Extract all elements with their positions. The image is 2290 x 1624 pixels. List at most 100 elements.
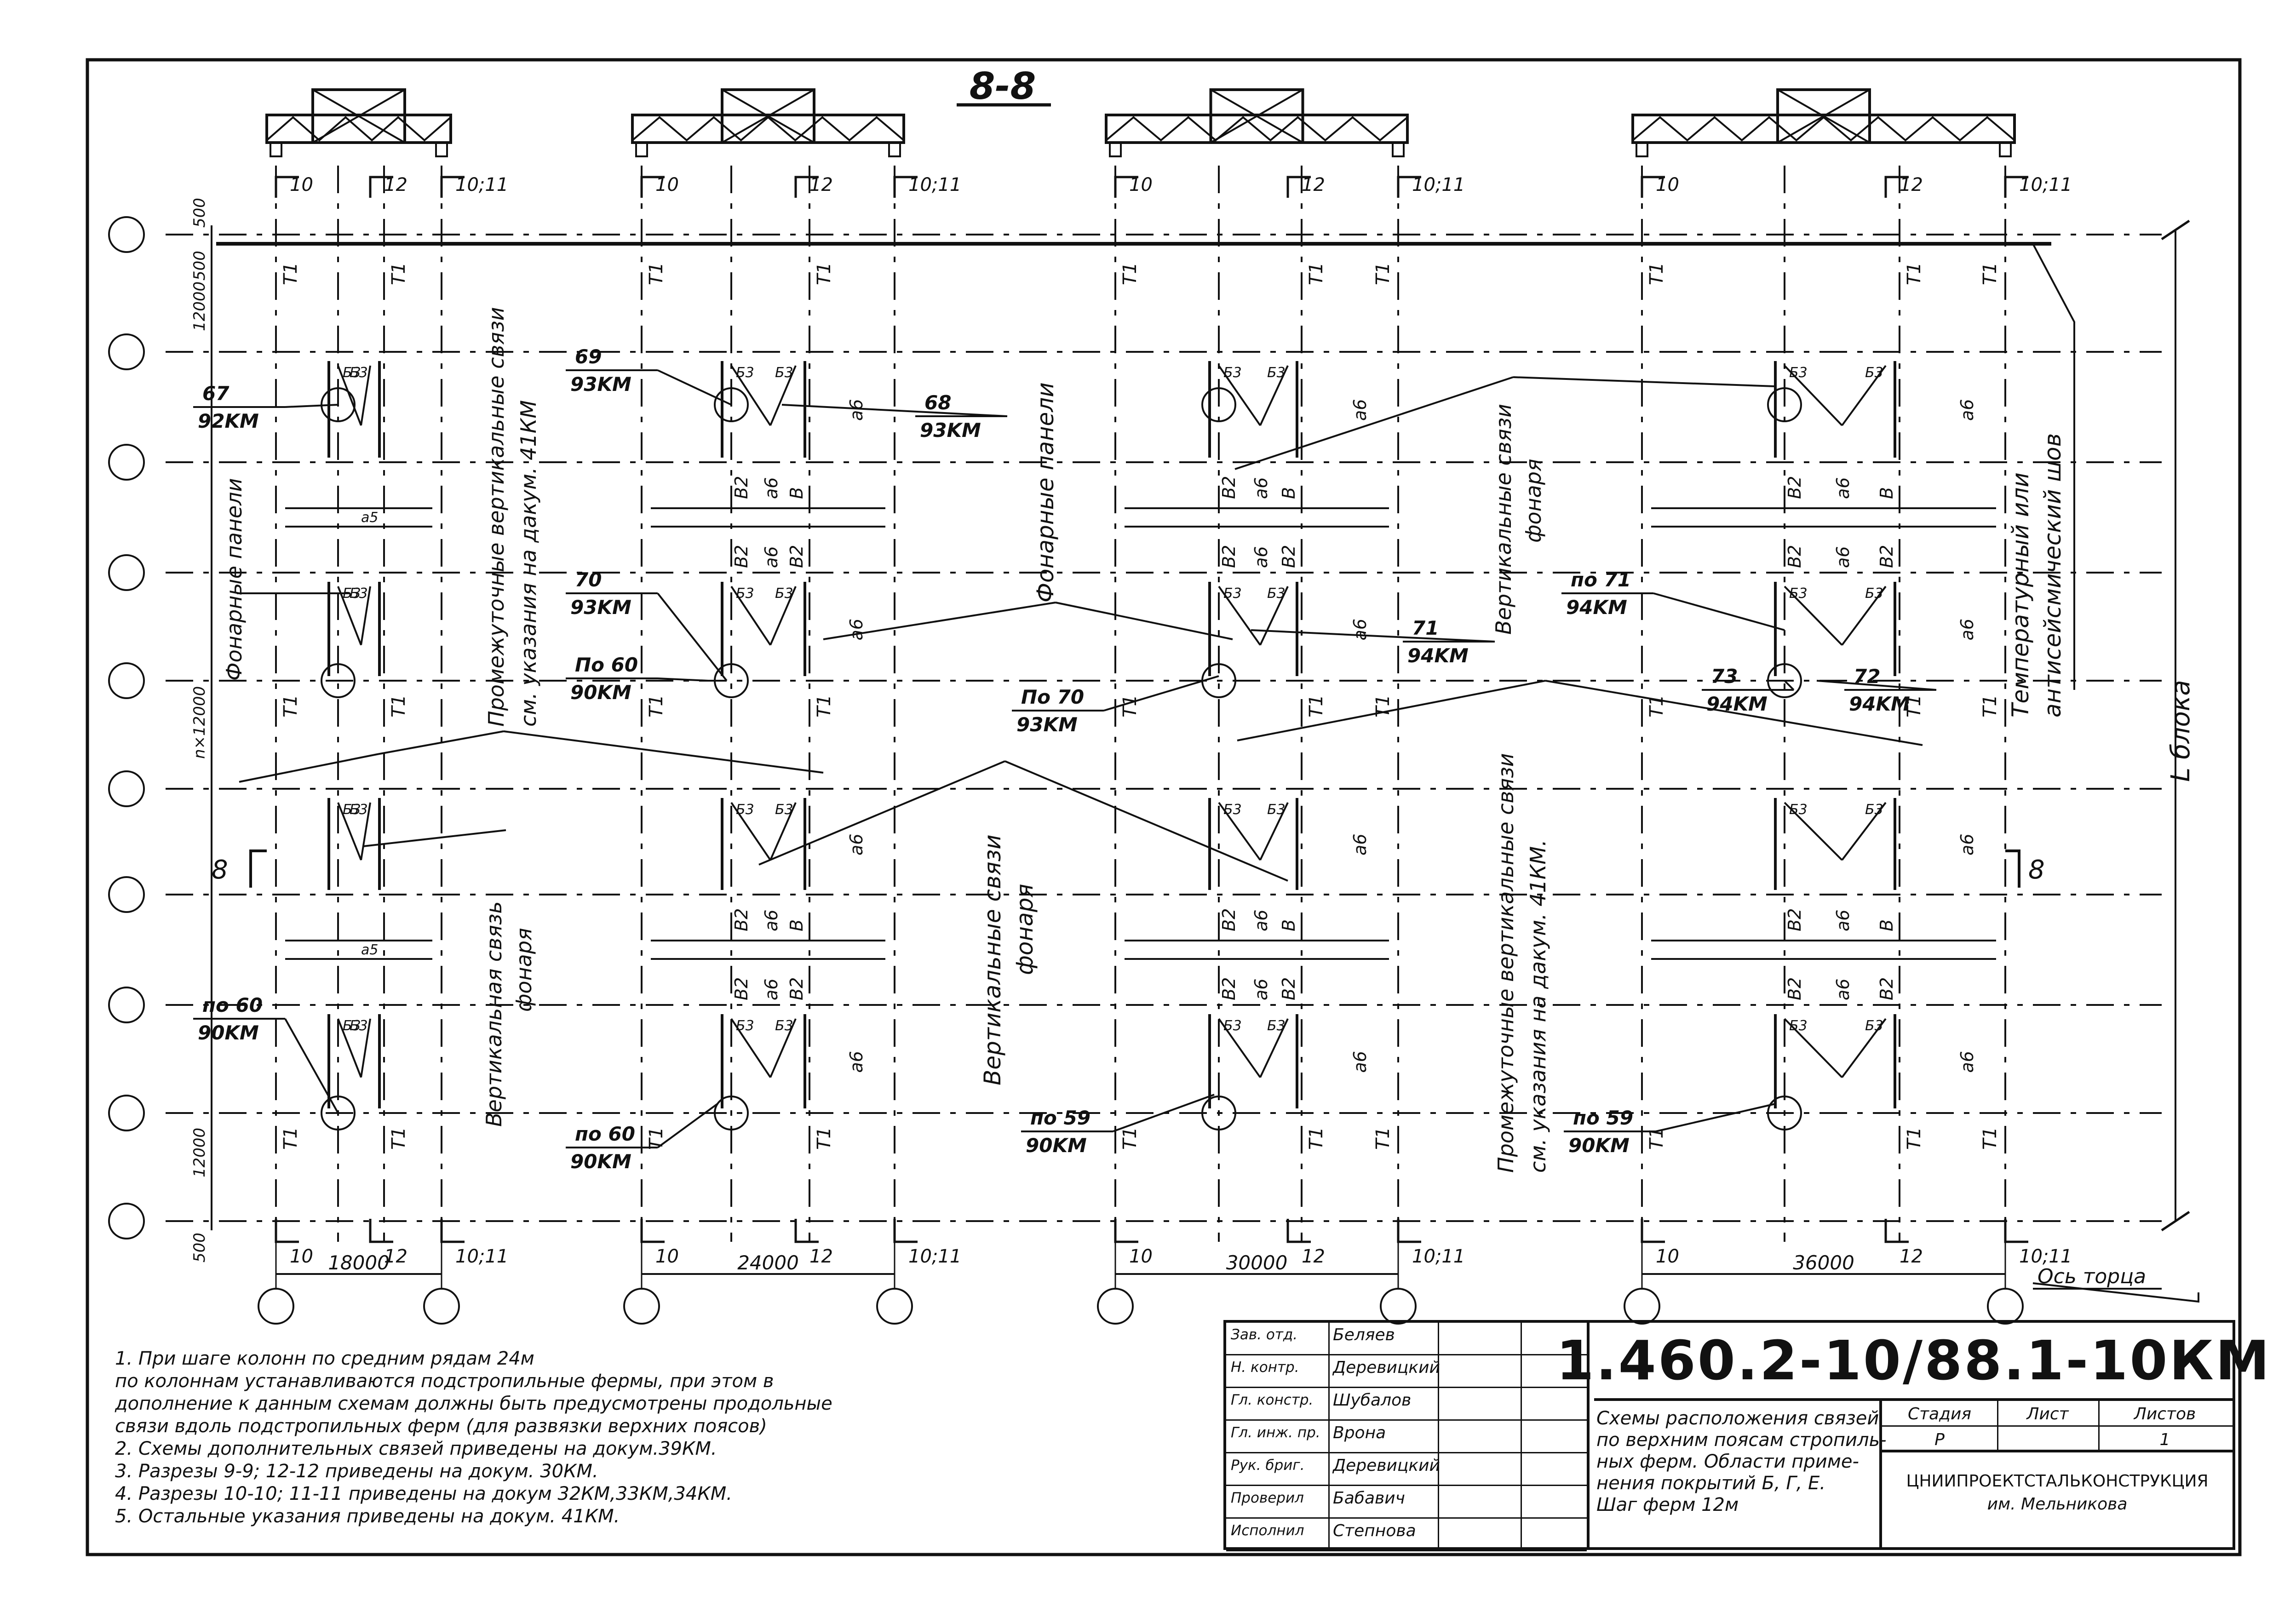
block-length-tick-top — [2161, 219, 2190, 241]
tie-a6: a6 — [1251, 477, 1271, 499]
leader-temperature — [2032, 243, 2075, 690]
callout-document: 90KM — [198, 1021, 259, 1044]
axis-flag-top — [1641, 176, 1665, 198]
axis-label-top: 12 — [1302, 174, 1325, 195]
signature-row: Гл. инж. пр.Врона — [1226, 1421, 1587, 1453]
axis-flag-bottom — [1114, 1219, 1138, 1243]
tie-t1: T1 — [814, 1127, 835, 1150]
axis-label-top: 10 — [290, 174, 313, 195]
note-temperature-a: Температурный или — [2007, 472, 2034, 717]
section-mark-right: 8 — [2028, 855, 2045, 885]
dim-first-bay: 12000 — [190, 281, 209, 331]
callout-leader — [1251, 629, 1495, 643]
callout-document: 93KM — [920, 419, 981, 442]
drawing-title-line: по верхним поясам стропиль- — [1596, 1429, 1887, 1451]
signature-role: Исполнил — [1231, 1522, 1304, 1539]
callout-number: 69 — [575, 345, 602, 368]
callout-number: По 60 — [575, 654, 638, 676]
tie-a6: a6 — [1833, 477, 1853, 499]
block-length-tick-bottom — [2161, 1211, 2190, 1232]
tie-b3: Б3 — [350, 365, 368, 381]
section-title: 8-8 — [970, 65, 1036, 108]
panel-diagonal — [1259, 802, 1289, 861]
tie-b3: Б3 — [350, 802, 368, 818]
note-line: связи вдоль подстропильных ферм (для раз… — [115, 1416, 767, 1437]
truss-web — [1105, 116, 1408, 142]
tie-v2: В2 — [731, 545, 752, 568]
callout-number: 73 — [1711, 665, 1738, 688]
panel-diagonal — [769, 802, 797, 861]
truss-profile — [1631, 88, 2016, 157]
signature-name: Деревицкий — [1333, 1358, 1440, 1377]
row-axis-circle — [108, 662, 145, 699]
callout-number: 68 — [924, 391, 951, 414]
joint-node-circle — [321, 1096, 356, 1130]
tie-t1: T1 — [280, 1127, 301, 1150]
axis-label-top: 10;11 — [908, 174, 961, 195]
sig-divider — [1328, 1323, 1330, 1547]
note-vert-lantern-3a: Вертикальные связи — [1491, 404, 1516, 635]
stage-label: Стадия — [1907, 1405, 1972, 1423]
tie-v2: В2 — [1219, 977, 1239, 1000]
truss-profile — [1105, 88, 1409, 157]
axis-label-bottom: 10 — [1656, 1246, 1679, 1267]
callout-leader — [1816, 680, 1937, 691]
note-vert-lantern-3b: фонаря — [1521, 459, 1546, 543]
panel-diagonal — [337, 365, 362, 426]
axis-flag-bottom — [893, 1219, 918, 1243]
sig-divider — [1521, 1323, 1522, 1547]
panel-diagonal — [769, 586, 797, 646]
leader-intermediate-1b — [503, 730, 824, 774]
row-axis-circle — [108, 987, 145, 1023]
tie-b3: Б3 — [775, 1018, 793, 1034]
tie-v: В — [1279, 487, 1299, 499]
section-mark-right-arrow — [2005, 849, 2020, 888]
tie-t1: T1 — [1306, 262, 1327, 285]
span-dimension: 36000 — [1793, 1251, 1854, 1274]
signature-role: Гл. инж. пр. — [1231, 1424, 1320, 1441]
panel-diagonal — [360, 802, 371, 861]
callout-number: по 60 — [575, 1123, 635, 1145]
stage-value: Р — [1934, 1430, 1945, 1449]
tie-a6: a6 — [1350, 1051, 1370, 1073]
tie-v2: В2 — [1785, 545, 1805, 568]
drawing-frame — [86, 58, 2242, 1556]
lantern-profile — [1776, 88, 1871, 144]
left-dimension-chain: 500 500 12000 n×12000 12000 500 — [190, 198, 212, 1262]
column-axis-circle — [1987, 1288, 2024, 1325]
lantern-brace — [312, 89, 405, 143]
signature-name: Бабавич — [1333, 1489, 1405, 1508]
tie-b3: Б3 — [1865, 802, 1883, 818]
tie-v2: В2 — [1785, 908, 1805, 931]
panel-diagonal — [1218, 802, 1261, 861]
tie-b3: Б3 — [1267, 1018, 1286, 1034]
callout-document: 93KM — [1016, 713, 1078, 736]
callout-number: по 59 — [1030, 1107, 1090, 1129]
tie-t1: T1 — [388, 1127, 409, 1150]
drawing-title-line: Схемы расположения связей — [1596, 1408, 1879, 1429]
tie-b3: Б3 — [1789, 585, 1808, 602]
tie-a6: a6 — [1350, 619, 1370, 640]
callout-document: 90KM — [1568, 1134, 1630, 1157]
tie-t1: T1 — [280, 694, 301, 717]
signature-name: Шубалов — [1333, 1391, 1412, 1410]
tie-t1: T1 — [814, 694, 835, 717]
row-axis-circle — [108, 333, 145, 370]
axis-label-top: 12 — [809, 174, 833, 195]
span-dimension: 30000 — [1226, 1251, 1288, 1274]
